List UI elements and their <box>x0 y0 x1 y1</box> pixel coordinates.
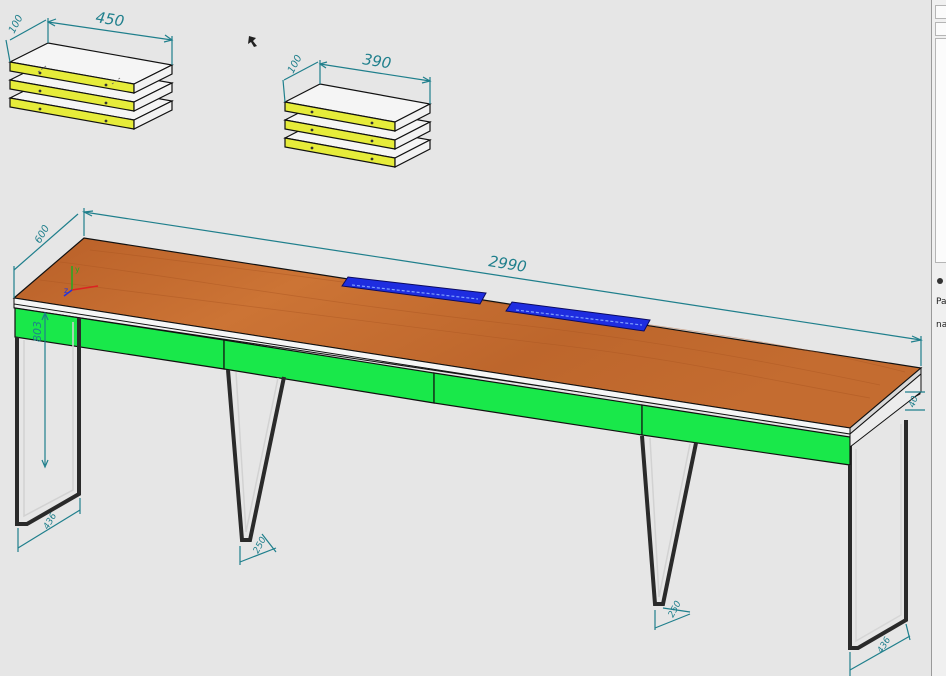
panel-list[interactable] <box>935 38 946 263</box>
properties-panel[interactable]: Pa na <box>931 0 946 676</box>
dim-leg-v2-base: 250 <box>667 599 684 619</box>
dim-table-length: 2990 <box>487 252 528 276</box>
dim-shelf-b-depth: 100 <box>286 53 305 75</box>
dim-shelf-b-width: 390 <box>361 50 392 72</box>
cable-grommet-2[interactable] <box>505 301 651 332</box>
dim-table-depth: 600 <box>33 223 52 245</box>
dim-shelf-a-width: 450 <box>94 8 125 30</box>
dim-leg-right-base: 436 <box>876 635 893 655</box>
panel-field-2[interactable] <box>935 22 946 36</box>
cursor-icon <box>248 36 257 47</box>
dimension-table <box>13 208 925 676</box>
dim-table-height: 803 <box>31 321 44 342</box>
panel-pin-icon[interactable] <box>937 278 943 284</box>
axis-label-y: y <box>75 265 80 274</box>
desk-model[interactable] <box>12 237 923 650</box>
axis-label-z: z <box>64 286 68 295</box>
panel-label-1: Pa <box>936 297 946 307</box>
shelf-stack-390[interactable] <box>283 83 432 168</box>
axis-triad-icon: y z <box>63 265 99 297</box>
cable-grommet-1[interactable] <box>341 276 487 305</box>
panel-field-1[interactable] <box>935 5 946 19</box>
dimension-shelf-a <box>5 18 174 65</box>
dim-shelf-a-depth: 100 <box>7 13 26 35</box>
panel-label-2: na <box>936 320 946 330</box>
dimension-shelf-b <box>282 60 432 104</box>
dim-table-thickness: 40 <box>907 395 920 409</box>
shelf-stack-450[interactable] <box>8 42 174 130</box>
